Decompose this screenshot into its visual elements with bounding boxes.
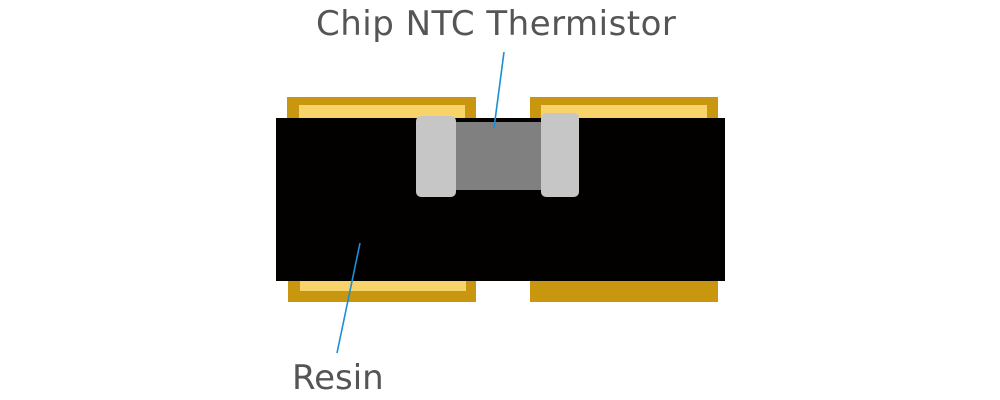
chip-end-cap-right xyxy=(541,113,579,197)
chip-body xyxy=(452,122,544,190)
resin-leader-line xyxy=(336,242,361,354)
terminal-bottom-right xyxy=(530,278,718,302)
chip-leader-line xyxy=(493,51,505,129)
terminal-bottom-left xyxy=(288,278,476,302)
chip-end-cap-left xyxy=(416,116,456,197)
chip-ntc-thermistor-label: Chip NTC Thermistor xyxy=(316,4,677,44)
chip-ntc-thermistor xyxy=(416,113,579,197)
resin-label: Resin xyxy=(292,358,384,398)
